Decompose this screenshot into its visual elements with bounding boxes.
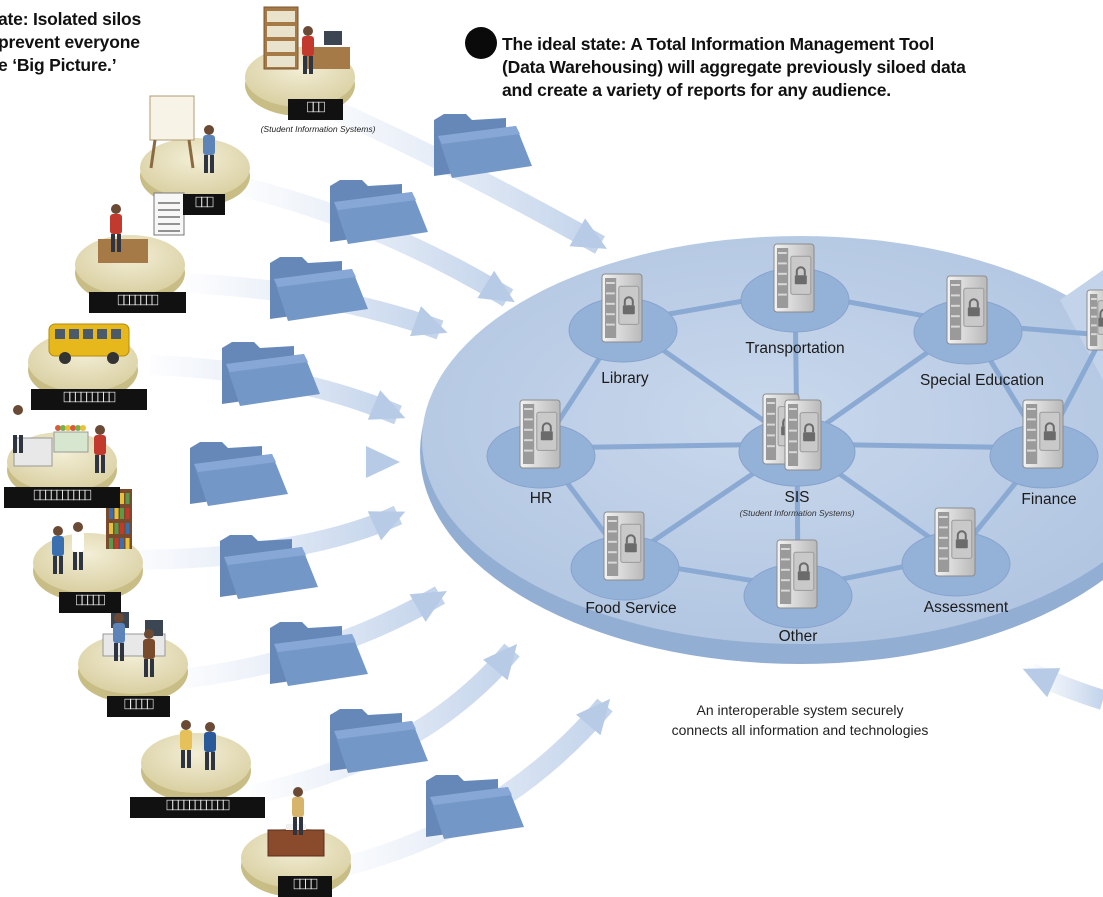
network-node-library: [568, 273, 678, 363]
server-icon: [1086, 289, 1103, 351]
node-label-other: Other: [778, 628, 818, 645]
network-node-special-education: [913, 275, 1023, 365]
silo-tag-food: ⎕⎕⎕⎕⎕⎕⎕⎕⎕⎕: [4, 487, 120, 508]
lock-icon: [540, 422, 553, 441]
server-icon: [934, 507, 976, 577]
server-icon: [776, 539, 818, 609]
node-label-food-service: Food Service: [585, 600, 677, 617]
server-icon: [773, 243, 815, 313]
network-node-sis: [738, 393, 856, 487]
silo-tag-library: ⎕⎕⎕⎕⎕: [59, 592, 121, 613]
left-heading: ate: Isolated silos prevent everyone e ‘…: [0, 8, 198, 77]
node-label-library: Library: [601, 370, 649, 387]
folder-icon: [190, 442, 288, 506]
node-label-special-education: Special Education: [919, 372, 1045, 389]
network-node-other: [743, 539, 853, 629]
node-sublabel-sis: (Student Information Systems): [739, 508, 855, 518]
node-label-sis: SIS: [784, 489, 810, 506]
lock-icon: [794, 266, 807, 285]
folder-icon: [330, 180, 428, 244]
silo-bus: [28, 323, 138, 401]
folder-icon: [270, 257, 368, 321]
network-node-food-service: [570, 511, 680, 601]
silo-subcaption: (Student Information Systems): [260, 124, 376, 134]
data-folders: [190, 114, 532, 839]
lock-icon: [1098, 308, 1103, 327]
silo-tag-teacher: ⎕⎕⎕: [183, 194, 225, 215]
silo-sis: [245, 6, 355, 116]
silo-tag-computers: ⎕⎕⎕⎕⎕: [107, 696, 170, 717]
right-heading-line: (Data Warehousing) will aggregate previo…: [502, 57, 966, 77]
silo-teacher: [140, 95, 250, 207]
left-heading-line: e ‘Big Picture.’: [0, 55, 117, 75]
folder-icon: [222, 342, 320, 406]
silo-tag-bus: ⎕⎕⎕⎕⎕⎕⎕⎕⎕: [31, 389, 147, 410]
lock-icon: [803, 423, 816, 442]
folder-icon: [434, 114, 532, 178]
server-icon: [784, 399, 822, 471]
server-icon: [519, 399, 561, 469]
arrow-icon: [1022, 662, 1103, 710]
network-node-transportation: [740, 243, 850, 333]
left-heading-line: ate: Isolated silos: [0, 9, 142, 29]
platform-caption: An interoperable system securely connect…: [640, 700, 960, 740]
folder-icon: [426, 775, 524, 839]
lock-icon: [622, 296, 635, 315]
right-heading: The ideal state: A Total Information Man…: [502, 33, 1062, 102]
folder-icon: [270, 622, 368, 686]
bullet-dot: [465, 27, 497, 59]
right-heading-line: and create a variety of reports for any …: [502, 80, 891, 100]
silo-food: [7, 405, 117, 501]
lock-icon: [797, 562, 810, 581]
server-icon: [601, 273, 643, 343]
lock-icon: [624, 534, 637, 553]
silo-staff: [141, 720, 251, 802]
lock-icon: [1043, 422, 1056, 441]
network-node-finance: [989, 399, 1099, 489]
caption-line: connects all information and technologie…: [671, 722, 929, 738]
server-icon: [1022, 399, 1064, 469]
silo-tag-grades: ⎕⎕⎕⎕⎕⎕⎕: [89, 292, 186, 313]
folder-icon: [220, 535, 318, 599]
server-icon: [603, 511, 645, 581]
silo-grades: [75, 192, 185, 304]
node-label-finance: Finance: [1021, 491, 1077, 508]
silo-computers: [78, 612, 188, 703]
network-node-assessment: [901, 507, 1011, 597]
folder-icon: [330, 709, 428, 773]
silo-tag-office: ⎕⎕⎕⎕: [278, 876, 332, 897]
left-heading-line: prevent everyone: [0, 32, 140, 52]
lock-icon: [967, 298, 980, 317]
silo-tag-sis: ⎕⎕⎕: [288, 99, 343, 120]
silo-tag-staff: ⎕⎕⎕⎕⎕⎕⎕⎕⎕⎕⎕: [130, 797, 265, 818]
lock-icon: [955, 530, 968, 549]
node-label-assessment: Assessment: [923, 599, 1009, 616]
right-heading-line: The ideal state: A Total Information Man…: [502, 34, 934, 54]
network-nodes: [486, 243, 1103, 629]
network-node-hr: [486, 399, 596, 489]
node-label-hr: HR: [529, 490, 553, 507]
node-label-transportation: Transportation: [745, 340, 845, 357]
caption-line: An interoperable system securely: [696, 702, 904, 718]
server-icon: [946, 275, 988, 345]
